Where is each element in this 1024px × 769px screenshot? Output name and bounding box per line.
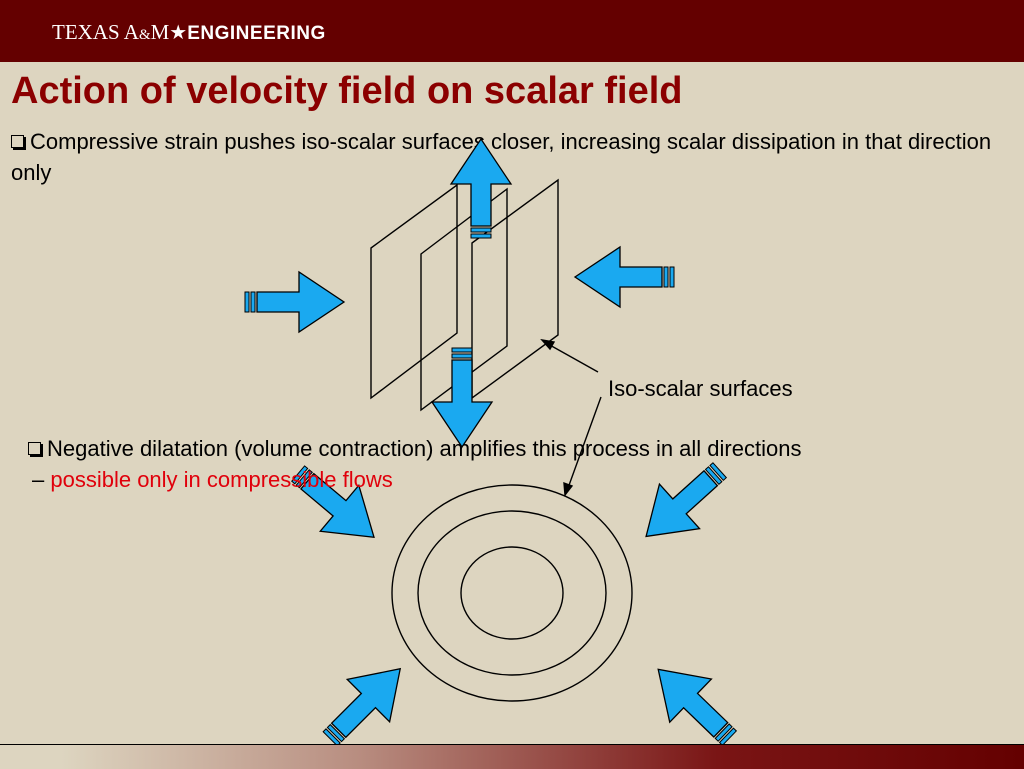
slide-title: Action of velocity field on scalar field [11,70,683,112]
pointer-lines [540,338,602,497]
arrow-right-left-side [244,271,345,333]
arrow-up-top [450,138,512,239]
iso-scalar-circles [391,484,633,702]
bullet-text: Compressive strain pushes iso-scalar sur… [11,129,992,185]
compressible-flows-note: possible only in compressible flows [50,467,393,492]
header-bar: TEXAS A&M★ENGINEERING [0,0,1024,62]
iso-scalar-plane-1 [370,183,458,400]
bullet-subline: – possible only in compressible flows [32,467,393,492]
iso-scalar-plane-3 [471,178,559,400]
footer-bar [0,744,1024,769]
checkbox-bullet-icon [28,442,41,455]
checkbox-bullet-icon [11,135,24,148]
outer-circle [391,484,633,702]
bullet-compressive-strain: Compressive strain pushes iso-scalar sur… [11,126,1011,188]
arrow-diagonal-bottom-right [636,647,751,761]
star-icon: ★ [169,22,188,44]
bullet-text: Negative dilatation (volume contraction)… [47,436,802,461]
arrow-left-right-side [574,246,675,308]
inner-circle [460,546,564,640]
texas-am-engineering-logo: TEXAS A&M★ENGINEERING [52,20,326,44]
iso-scalar-surfaces-label: Iso-scalar surfaces [608,376,793,401]
middle-circle [417,510,607,676]
bullet-negative-dilatation: Negative dilatation (volume contraction)… [28,433,1018,495]
